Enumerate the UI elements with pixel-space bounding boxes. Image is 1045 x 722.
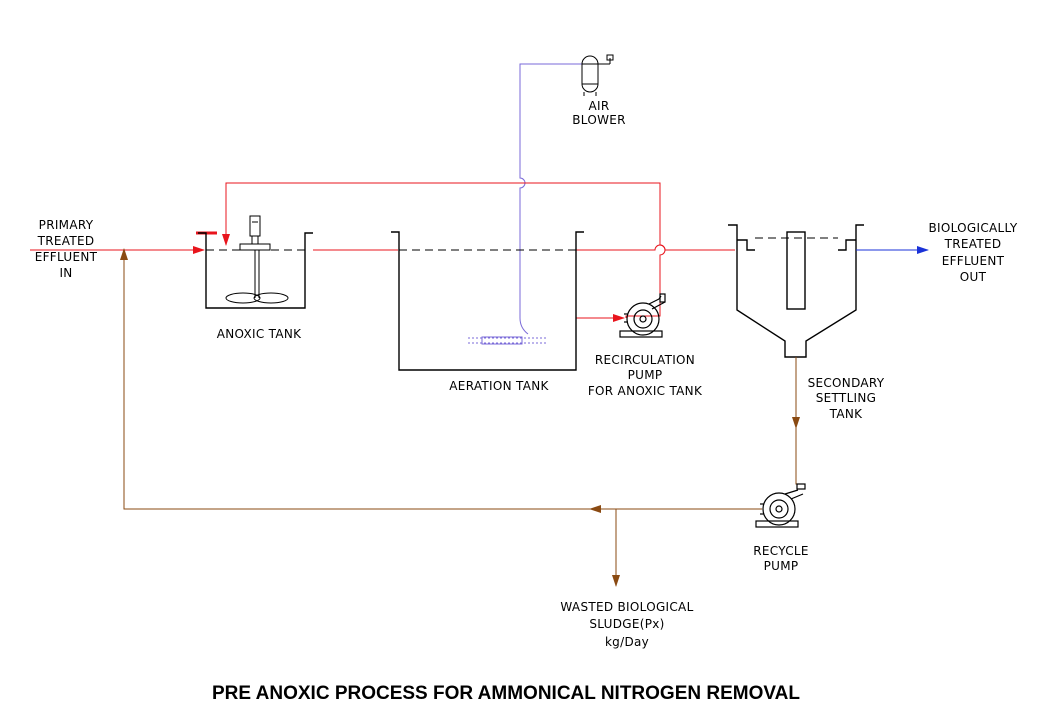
- recirculation-pump-label-line-3: FOR ANOXIC TANK: [588, 384, 703, 398]
- air-diffuser: [468, 336, 548, 345]
- air-blower-label-line-1: AIR: [589, 99, 610, 113]
- settling-tank-label-line-3: TANK: [829, 407, 863, 421]
- recirculation-pump-label-line-2: PUMP: [628, 368, 663, 382]
- wasted-sludge-label-line-3: kg/Day: [605, 635, 649, 649]
- recirculation-pump-label: RECIRCULATION PUMP FOR ANOXIC TANK: [588, 353, 703, 398]
- effluent-label-line-3: EFFLUENT: [942, 254, 1005, 268]
- main-flow-line: [30, 244, 735, 254]
- influent-label-line-2: TREATED: [37, 234, 95, 248]
- settling-tank-label: SECONDARY SETTLING TANK: [808, 376, 885, 421]
- wasted-sludge-label-line-1: WASTED BIOLOGICAL: [560, 600, 693, 614]
- wasted-sludge-label: WASTED BIOLOGICAL SLUDGE(Px) kg/Day: [560, 600, 693, 649]
- influent-label: PRIMARY TREATED EFFLUENT IN: [35, 218, 98, 280]
- aeration-tank-label: AERATION TANK: [449, 379, 549, 393]
- settling-tank-label-line-2: SETTLING: [816, 391, 877, 405]
- recycle-pump-label: RECYCLE PUMP: [753, 544, 809, 573]
- anoxic-tank-label: ANOXIC TANK: [217, 327, 302, 341]
- recycle-pump-label-line-1: RECYCLE: [753, 544, 809, 558]
- effluent-label-line-2: TREATED: [944, 237, 1002, 251]
- influent-label-line-1: PRIMARY: [39, 218, 94, 232]
- recirculation-pump-label-line-1: RECIRCULATION: [595, 353, 695, 367]
- wasted-sludge-label-line-2: SLUDGE(Px): [589, 617, 664, 631]
- air-blower-label: AIR BLOWER: [572, 99, 626, 127]
- mixer-icon: [225, 215, 289, 304]
- recycle-pump-icon: [755, 483, 806, 528]
- effluent-label: BIOLOGICALLY TREATED EFFLUENT OUT: [928, 221, 1017, 284]
- air-supply-line: [519, 63, 582, 335]
- anoxic-tank: [198, 232, 313, 309]
- recycle-pump-label-line-2: PUMP: [764, 559, 799, 573]
- influent-label-line-3: EFFLUENT: [35, 250, 98, 264]
- aeration-tank: [391, 231, 584, 371]
- sludge-recycle-line: [120, 248, 803, 587]
- effluent-label-line-1: BIOLOGICALLY: [928, 221, 1017, 235]
- secondary-settling-tank: [728, 224, 864, 358]
- diagram-title: PRE ANOXIC PROCESS FOR AMMONICAL NITROGE…: [212, 683, 800, 704]
- air-blower-icon: [581, 54, 614, 96]
- air-blower-label-line-2: BLOWER: [572, 113, 626, 127]
- recirculation-pump-icon: [619, 293, 666, 338]
- influent-label-line-4: IN: [59, 266, 72, 280]
- settling-tank-label-line-1: SECONDARY: [808, 376, 885, 390]
- effluent-label-line-4: OUT: [960, 270, 987, 284]
